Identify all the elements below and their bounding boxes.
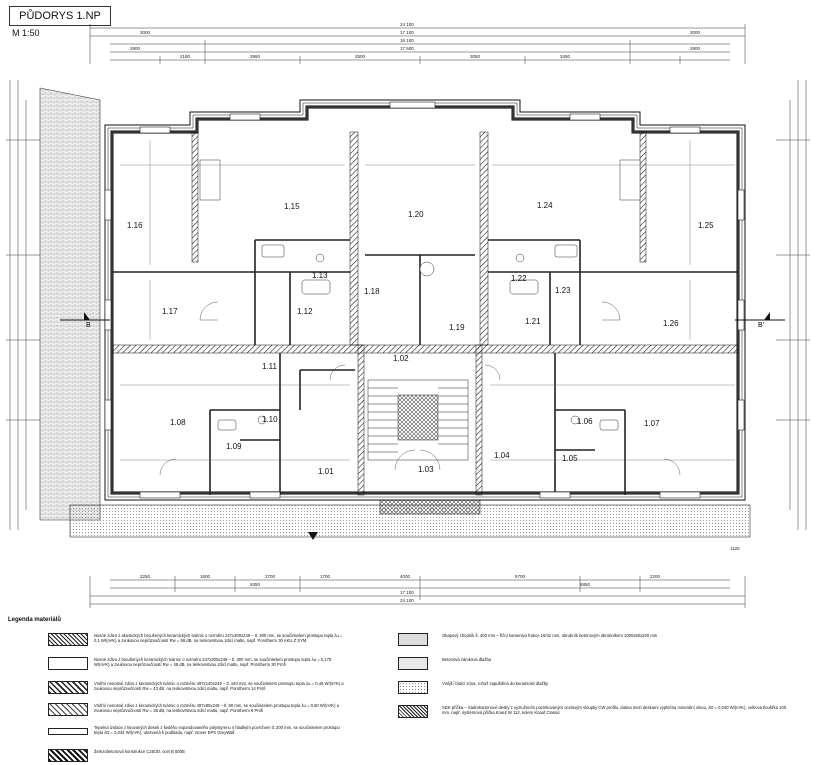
dim-b2250: 2250 — [140, 574, 151, 579]
dim-b2200: 2200 — [650, 574, 661, 579]
dim-top1: 17 100 — [400, 30, 414, 35]
dim-top3: 17 500 — [400, 46, 414, 51]
legend-title: Legenda materiálů — [8, 617, 62, 623]
room-1-22: 1.22 — [511, 274, 527, 283]
room-1-20: 1.20 — [408, 210, 424, 219]
dim-left-w: 3000 — [140, 30, 151, 35]
room-1-13: 1.13 — [312, 271, 328, 280]
dim-b5700: 5700 — [515, 574, 526, 579]
room-1-12: 1.12 — [297, 307, 313, 316]
floor-plan: 24 100 17 100 16 100 17 500 3000 3000 28… — [6, 22, 810, 608]
drawing-title: PŮDORYS 1.NP — [9, 6, 111, 26]
dim-bottom1: 17 100 — [400, 590, 414, 595]
room-1-15: 1.15 — [284, 202, 300, 211]
dim-2500: 2500 — [355, 54, 366, 59]
room-1-24: 1.24 — [537, 201, 553, 210]
entrance-arrow — [308, 532, 318, 540]
entrance-mat — [379, 499, 481, 515]
dim-b2700: 2700 — [265, 574, 276, 579]
room-1-04: 1.04 — [494, 451, 510, 460]
dim-b1600: 1600 — [200, 574, 211, 579]
room-1-11: 1.11 — [262, 362, 278, 371]
door-swings — [159, 301, 681, 476]
room-1-01: 1.01 — [318, 467, 334, 476]
dim-2800a: 2800 — [130, 46, 141, 51]
room-1-08: 1.08 — [170, 418, 186, 427]
loadbearing-walls — [112, 131, 739, 496]
staircase — [367, 379, 469, 461]
drawing-scale: M 1:50 — [12, 28, 40, 38]
room-1-07: 1.07 — [644, 419, 660, 428]
bottom-dimensions — [89, 576, 746, 608]
room-1-18: 1.18 — [364, 287, 380, 296]
room-1-25: 1.25 — [698, 221, 714, 230]
dim-3950: 3950 — [250, 54, 261, 59]
dim-b1700: 1700 — [320, 574, 331, 579]
room-1-19: 1.19 — [449, 323, 465, 332]
dim-b4000: 4000 — [400, 574, 411, 579]
left-paving — [39, 87, 101, 521]
dim-bottom2: 9350 — [250, 582, 261, 587]
room-1-21: 1.21 — [525, 317, 541, 326]
dim-2180: 2180 — [180, 54, 191, 59]
room-1-23: 1.23 — [555, 286, 571, 295]
dim-top2: 16 100 — [400, 38, 414, 43]
dim-bottom3: 6850 — [580, 582, 591, 587]
section-markers: B B' — [60, 312, 785, 329]
bathroom-fixtures — [199, 159, 641, 431]
dim-3450: 3450 — [560, 54, 571, 59]
room-1-03: 1.03 — [418, 465, 434, 474]
section-right-label: B' — [758, 322, 764, 329]
room-1-16: 1.16 — [127, 221, 143, 230]
room-1-06: 1.06 — [577, 417, 593, 426]
dim-2800b: 2800 — [690, 46, 701, 51]
windows — [104, 101, 745, 499]
room-1-26: 1.26 — [663, 319, 679, 328]
room-1-05: 1.05 — [562, 454, 578, 463]
side-dimensions — [6, 80, 810, 530]
dim-bottom-overall: 24 100 — [400, 598, 414, 603]
dim-3050: 3050 — [470, 54, 481, 59]
bottom-paving — [69, 504, 751, 538]
room-1-17: 1.17 — [162, 307, 178, 316]
top-dimensions — [89, 24, 746, 64]
outer-walls — [104, 99, 746, 501]
materials-legend: Legenda materiálů Nosné zdivo z akustick… — [8, 617, 808, 762]
dim-right-w: 3000 — [690, 30, 701, 35]
room-1-10: 1.10 — [262, 415, 278, 424]
partition-walls — [113, 239, 738, 495]
room-1-02: 1.02 — [393, 354, 409, 363]
room-1-09: 1.09 — [226, 442, 242, 451]
section-left-label: B — [86, 322, 91, 329]
dim-b1125: 1125 — [730, 546, 740, 551]
interior-dimensions — [120, 140, 735, 461]
dim-overall: 24 100 — [400, 22, 414, 27]
